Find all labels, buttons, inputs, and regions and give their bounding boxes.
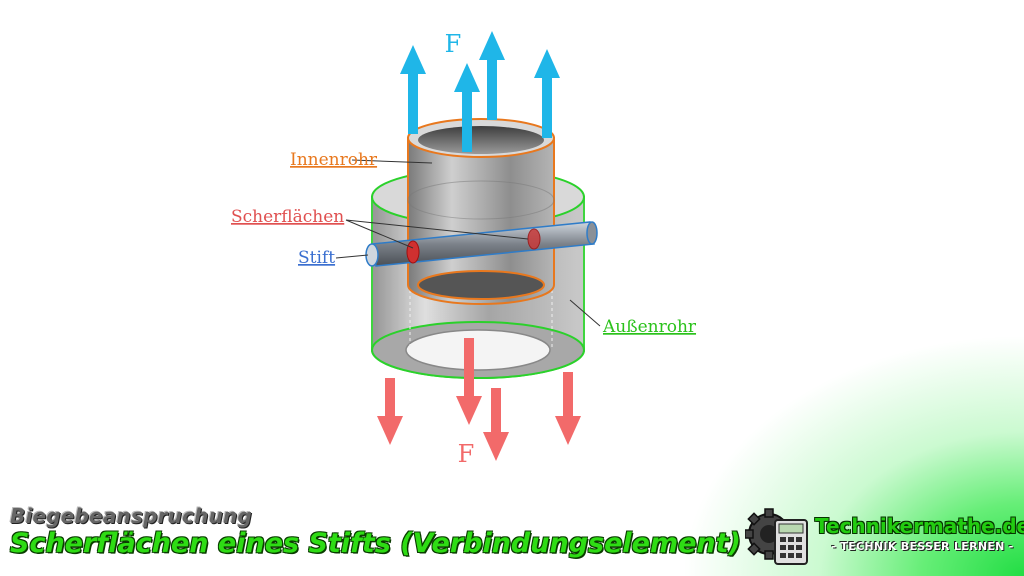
caption-title: Scherflächen eines Stifts (Verbindungsel… [10,528,741,559]
label-inner-tube: Innenrohr [290,150,378,170]
force-label-bottom: F [458,440,475,468]
force-arrows-up [400,31,560,152]
label-pin: Stift [298,248,335,268]
shear-surface-right [527,228,541,250]
brand-slogan: - TECHNIK BESSER LERNEN - [831,540,1014,553]
gear-calculator-icon [745,508,808,565]
shear-surface-left [406,240,420,264]
force-label-top: F [445,30,462,58]
inner-tube [407,118,555,305]
label-shear-surfaces: Scherflächen [231,207,344,227]
label-outer-tube: Außenrohr [602,317,697,337]
brand-logo[interactable]: Technikermathe.de - TECHNIK BESSER LERNE… [745,506,1024,568]
leader-lines [335,159,601,327]
caption-subtitle: Biegebeanspruchung [10,504,252,528]
brand-text: Technikermathe.de - TECHNIK BESSER LERNE… [815,514,1024,553]
brand-name: Technikermathe.de [815,514,1024,538]
caption: Biegebeanspruchung Scherflächen eines St… [10,504,741,560]
force-arrows-down [377,338,581,461]
